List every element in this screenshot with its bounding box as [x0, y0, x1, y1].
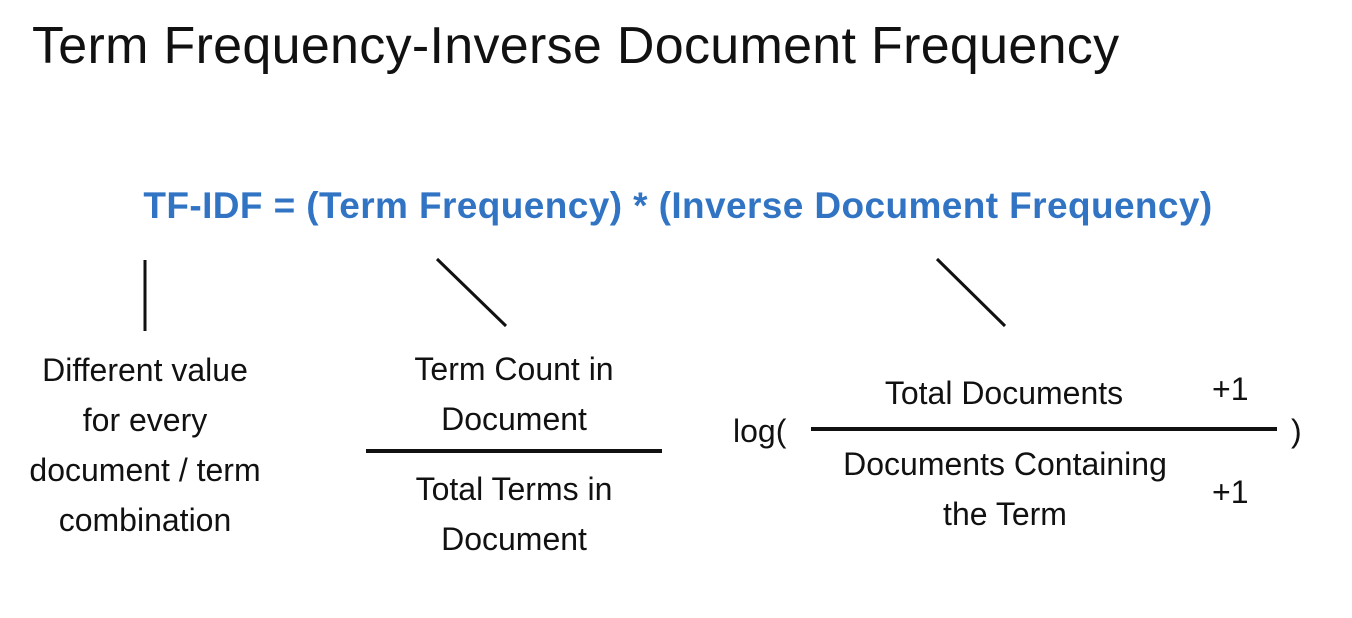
- idf-denominator-line: the Term: [943, 496, 1067, 532]
- log-close: ): [1291, 413, 1302, 449]
- tf-denominator-line: Total Terms in: [415, 471, 613, 507]
- idf-denominator-plus-one: +1: [1212, 474, 1249, 510]
- tf-numerator: Term Count in Document: [364, 344, 664, 444]
- tf-numerator-line: Document: [441, 401, 587, 437]
- idf-numerator: Total Documents: [884, 375, 1124, 411]
- tfidf-note-line: combination: [58, 502, 232, 538]
- tfidf-note-line: for every: [82, 402, 208, 438]
- idf-fraction-bar: [811, 427, 1277, 431]
- tfidf-note-line: document / term: [29, 452, 261, 488]
- idf-connector: [935, 257, 1007, 328]
- tf-denominator-line: Document: [441, 521, 587, 557]
- tfidf-note: Different value for every document / ter…: [0, 345, 290, 545]
- tf-numerator-line: Term Count in: [414, 351, 614, 387]
- idf-denominator-line: Documents Containing: [843, 446, 1167, 482]
- idf-numerator-plus-one: +1: [1212, 371, 1249, 407]
- idf-denominator: Documents Containing the Term: [818, 439, 1192, 539]
- tf-fraction-bar: [366, 449, 662, 453]
- tf-connector: [435, 257, 508, 328]
- page-title: Term Frequency-Inverse Document Frequenc…: [32, 17, 1120, 75]
- tf-denominator: Total Terms in Document: [364, 464, 664, 564]
- log-open: log(: [733, 413, 787, 449]
- tfidf-formula: TF-IDF = (Term Frequency) * (Inverse Doc…: [143, 185, 1213, 226]
- tfidf-note-line: Different value: [42, 352, 248, 388]
